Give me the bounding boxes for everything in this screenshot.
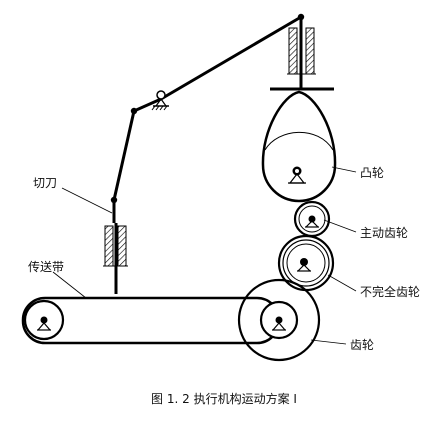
lever-linkage xyxy=(110,13,305,223)
label-gear: 齿轮 xyxy=(350,338,374,352)
label-partial-gear: 不完全齿轮 xyxy=(360,284,420,299)
cam-follower xyxy=(270,17,334,91)
figure-caption: 图 1. 2 执行机构运动方案 Ⅰ xyxy=(151,391,297,406)
partial-gear xyxy=(277,234,335,292)
cutter-slider xyxy=(103,223,128,294)
gear xyxy=(237,278,321,362)
drive-gear xyxy=(293,200,331,238)
label-cutter: 切刀 xyxy=(33,176,57,190)
label-drive-gear: 主动齿轮 xyxy=(360,226,408,240)
leader-lines xyxy=(52,166,357,345)
label-belt: 传送带 xyxy=(28,259,64,274)
conveyor-belt xyxy=(21,296,281,345)
label-cam: 凸轮 xyxy=(360,166,384,180)
cam xyxy=(261,90,337,203)
ground-pivot xyxy=(151,90,169,111)
